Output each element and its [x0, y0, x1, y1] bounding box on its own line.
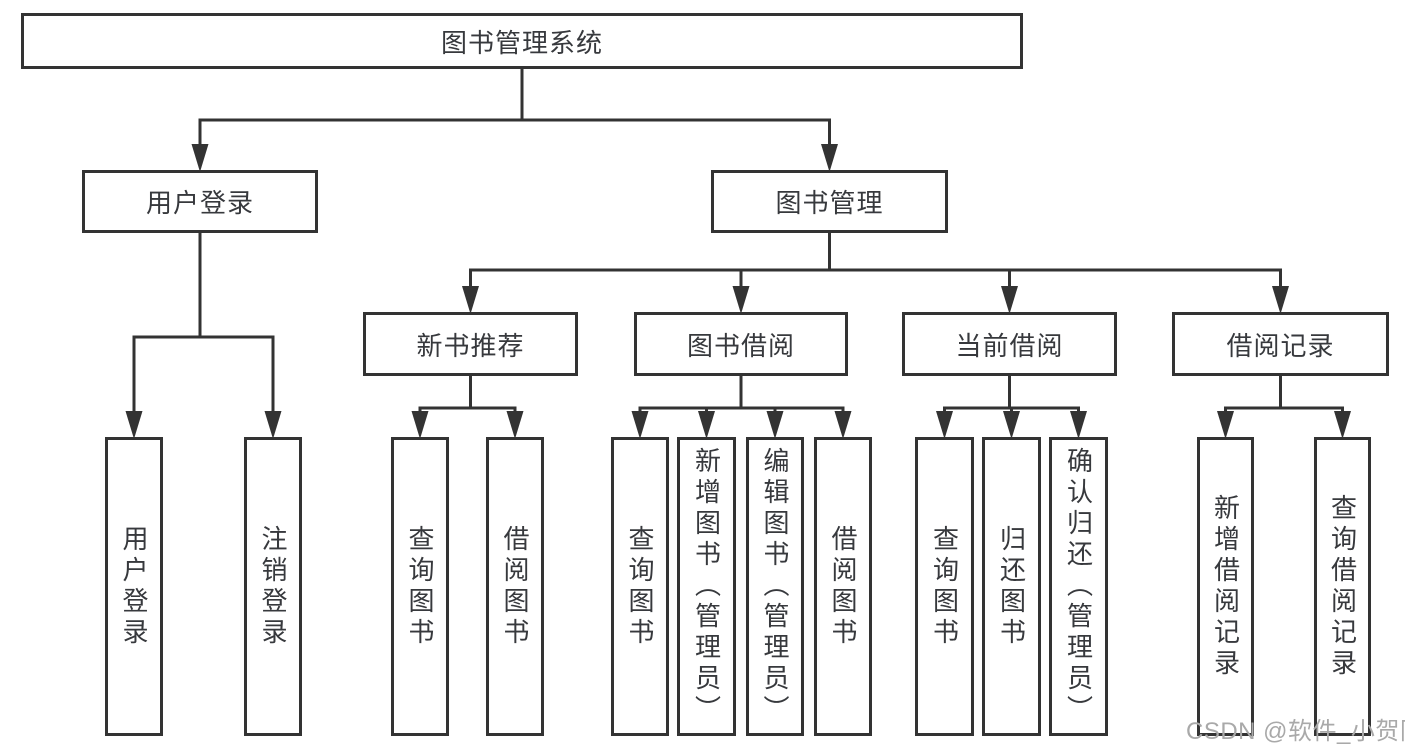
- node-logout: 注销登录: [244, 437, 302, 736]
- node-label: 借阅记录: [1226, 330, 1335, 361]
- node-label: 用户登录: [119, 524, 149, 649]
- node-label: 图书借阅: [686, 330, 795, 361]
- node-label: 查询图书: [929, 524, 960, 649]
- node-label: 新增图书（管理员）: [691, 447, 722, 726]
- node-label: 借阅图书: [828, 524, 858, 649]
- node-borrow-books-2: 借阅图书: [814, 437, 872, 736]
- node-label: 注销登录: [258, 524, 288, 649]
- node-user-login-menu: 用户登录: [82, 170, 318, 233]
- node-label: 用户登录: [145, 188, 254, 218]
- node-label: 新增借阅记录: [1210, 493, 1241, 680]
- node-query-books-2: 查询图书: [611, 437, 669, 736]
- node-label: 查询图书: [405, 524, 435, 649]
- node-label: 当前借阅: [955, 330, 1064, 361]
- node-current-borrowing: 当前借阅: [902, 312, 1117, 376]
- node-label: 确认归还（管理员）: [1063, 447, 1094, 726]
- node-book-management: 图书管理: [711, 170, 948, 233]
- node-user-login: 用户登录: [105, 437, 163, 736]
- node-add-books-admin: 新增图书（管理员）: [677, 437, 736, 736]
- node-book-borrowing: 图书借阅: [634, 312, 848, 376]
- node-label: 归还图书: [996, 524, 1027, 649]
- node-return-books: 归还图书: [982, 437, 1041, 736]
- node-label: 查询借阅记录: [1327, 493, 1358, 680]
- node-query-borrow-record: 查询借阅记录: [1314, 437, 1371, 736]
- node-new-book-recommend: 新书推荐: [363, 312, 578, 376]
- node-label: 新书推荐: [416, 330, 525, 361]
- node-query-books-3: 查询图书: [915, 437, 974, 736]
- node-label: 编辑图书（管理员）: [760, 447, 790, 726]
- node-borrowing-records: 借阅记录: [1172, 312, 1389, 376]
- node-confirm-return-admin: 确认归还（管理员）: [1049, 437, 1108, 736]
- node-label: 图书管理系统: [440, 27, 603, 58]
- node-label: 图书管理: [775, 188, 884, 218]
- node-query-books-1: 查询图书: [391, 437, 449, 736]
- node-root: 图书管理系统: [21, 13, 1023, 69]
- node-borrow-books-1: 借阅图书: [486, 437, 544, 736]
- node-edit-books-admin: 编辑图书（管理员）: [746, 437, 804, 736]
- node-label: 借阅图书: [500, 524, 530, 649]
- node-add-borrow-record: 新增借阅记录: [1197, 437, 1254, 736]
- csdn-watermark: CSDN @软件_小贺同学: [1186, 718, 1405, 745]
- node-label: 查询图书: [625, 524, 655, 649]
